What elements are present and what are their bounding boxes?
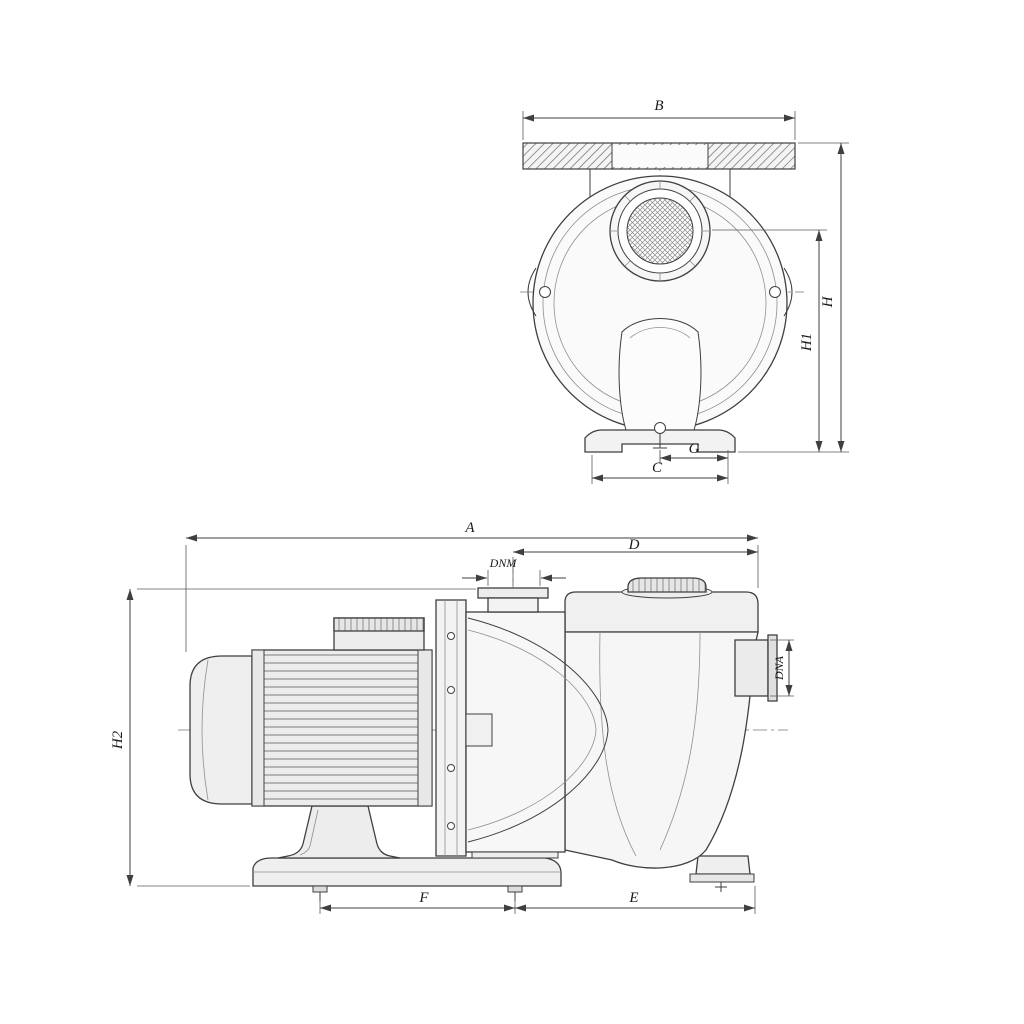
dim-label-H1: H1 <box>799 333 815 352</box>
dim-H1: H1 <box>712 229 827 452</box>
left-ear-tab <box>527 267 537 317</box>
flange-bolt <box>447 764 455 772</box>
dim-label-G: G <box>689 441 700 457</box>
shaft-hub <box>465 713 493 747</box>
discharge-port <box>734 639 769 697</box>
tank-foot-pad <box>689 873 755 883</box>
strainer-tick <box>624 195 631 202</box>
volute-outline <box>618 318 702 431</box>
flange-bolt <box>447 632 455 640</box>
dim-label-DNM: DNM <box>489 556 518 570</box>
tank <box>564 577 778 869</box>
motor-end-band-right <box>417 649 433 807</box>
tank-bowl <box>564 631 759 869</box>
strainer-tick <box>689 195 696 202</box>
pedestal-inner-line <box>299 809 319 856</box>
casing-flange-plate <box>435 599 467 857</box>
dim-H2: H2 <box>110 588 476 887</box>
motor-end-band-left <box>251 649 265 807</box>
side-view: A D DNM DNA H2 <box>110 520 794 914</box>
flange-bolt <box>447 822 455 830</box>
strainer-tick <box>624 260 631 267</box>
motor-pedestal <box>277 805 401 859</box>
mounting-plate <box>522 142 796 197</box>
dim-H: H <box>738 142 849 453</box>
tank-lid <box>564 591 759 633</box>
suction-neck <box>487 597 539 613</box>
strainer-tick <box>689 260 696 267</box>
front-base <box>584 422 736 453</box>
dim-DNA: DNA <box>770 639 794 697</box>
dim-label-A: A <box>464 520 475 536</box>
left-bolt-hole <box>539 286 551 298</box>
suction-flange <box>477 587 549 599</box>
tank-foot <box>695 855 751 875</box>
anchor-bolt-right <box>507 885 523 893</box>
anchor-bolt-left <box>312 885 328 893</box>
right-bolt-hole <box>769 286 781 298</box>
dim-E: E <box>515 886 756 914</box>
terminal-box-lid <box>333 617 425 632</box>
dim-B: B <box>522 98 796 140</box>
casing-arch-inner <box>467 629 597 831</box>
tank-inner-line-2 <box>659 631 701 851</box>
dim-F: F <box>319 890 516 914</box>
volute-inner-line <box>629 327 691 339</box>
flange-bolt <box>447 686 455 694</box>
strainer-mesh <box>626 197 694 265</box>
strainer-lid <box>609 180 711 282</box>
dim-label-D: D <box>628 537 640 553</box>
tank-inner-line-1 <box>599 631 637 857</box>
fan-cover-seam <box>201 659 209 801</box>
fan-cover <box>189 655 253 805</box>
dim-label-DNA: DNA <box>772 655 786 681</box>
dim-label-C: C <box>652 460 663 476</box>
dim-G: G <box>659 441 728 464</box>
threaded-cap <box>627 577 707 593</box>
dim-A: A <box>185 520 759 652</box>
front-view: B H H1 C G <box>520 98 849 484</box>
pump-casing <box>435 587 609 859</box>
right-ear-tab <box>783 267 793 317</box>
dim-label-F: F <box>418 890 429 906</box>
dim-D: D <box>512 537 758 586</box>
motor-body <box>251 649 433 807</box>
casing-arch-outer <box>467 617 609 843</box>
dim-label-H2: H2 <box>110 730 126 750</box>
dim-label-H: H <box>820 295 836 308</box>
volute-funnel <box>618 318 702 431</box>
dim-DNM: DNM <box>462 556 566 586</box>
casing-foot <box>471 851 559 859</box>
drain-plug <box>654 422 666 434</box>
dim-C: C <box>591 450 729 484</box>
motor <box>189 617 433 859</box>
dim-label-E: E <box>628 890 638 906</box>
discharge-port-flange <box>767 634 778 702</box>
mounting-plate-opening <box>612 145 708 167</box>
dim-label-B: B <box>654 98 663 114</box>
